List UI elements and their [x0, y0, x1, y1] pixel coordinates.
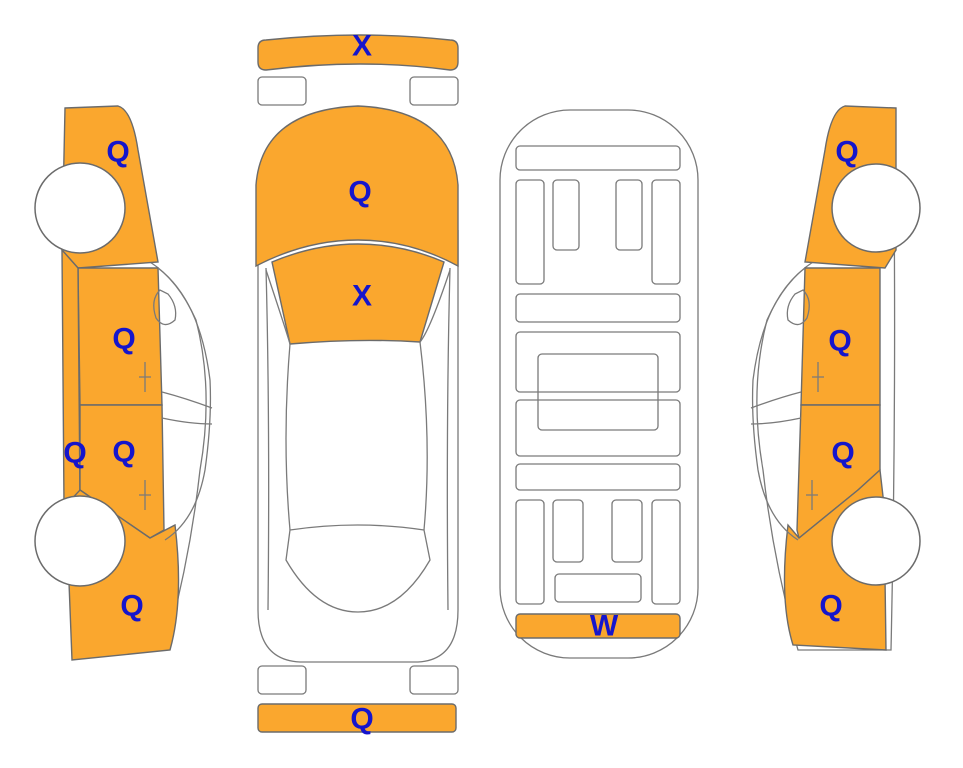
windshield[interactable] [271, 243, 445, 345]
label-hood: Q [348, 176, 371, 209]
label-right-front-door: Q [828, 325, 851, 358]
left-headlamp [257, 76, 307, 106]
damage-labels: X Q X Q W Q Q Q Q Q Q Q Q Q [63, 30, 858, 736]
rear-bumper[interactable] [257, 703, 457, 733]
hood[interactable] [255, 105, 459, 268]
right-rear-wheel [831, 496, 921, 586]
label-front-bumper: X [352, 30, 372, 63]
right-taillamp [409, 665, 459, 695]
label-left-front-fender: Q [106, 136, 129, 169]
right-side-view [750, 105, 921, 651]
label-right-front-fender: Q [835, 136, 858, 169]
label-windshield: X [352, 280, 372, 313]
label-left-rear-door: Q [112, 436, 135, 469]
label-left-rear-quarter: Q [120, 590, 143, 623]
label-right-rear-quarter: Q [819, 590, 842, 623]
front-bumper[interactable] [257, 34, 459, 71]
left-taillamp [257, 665, 307, 695]
label-trunk-panel: W [590, 610, 619, 643]
top-view [255, 34, 459, 733]
label-left-rocker: Q [63, 437, 86, 470]
underside-view [499, 109, 699, 659]
left-rear-wheel [34, 495, 126, 587]
label-left-front-door: Q [112, 323, 135, 356]
trunk-panel[interactable] [515, 613, 681, 639]
underbody-outline [499, 109, 699, 659]
label-rear-bumper: Q [350, 703, 373, 736]
right-headlamp [409, 76, 459, 106]
label-right-rear-door: Q [831, 437, 854, 470]
left-side-view [34, 105, 213, 661]
left-front-wheel [34, 162, 126, 254]
right-front-wheel [831, 163, 921, 253]
